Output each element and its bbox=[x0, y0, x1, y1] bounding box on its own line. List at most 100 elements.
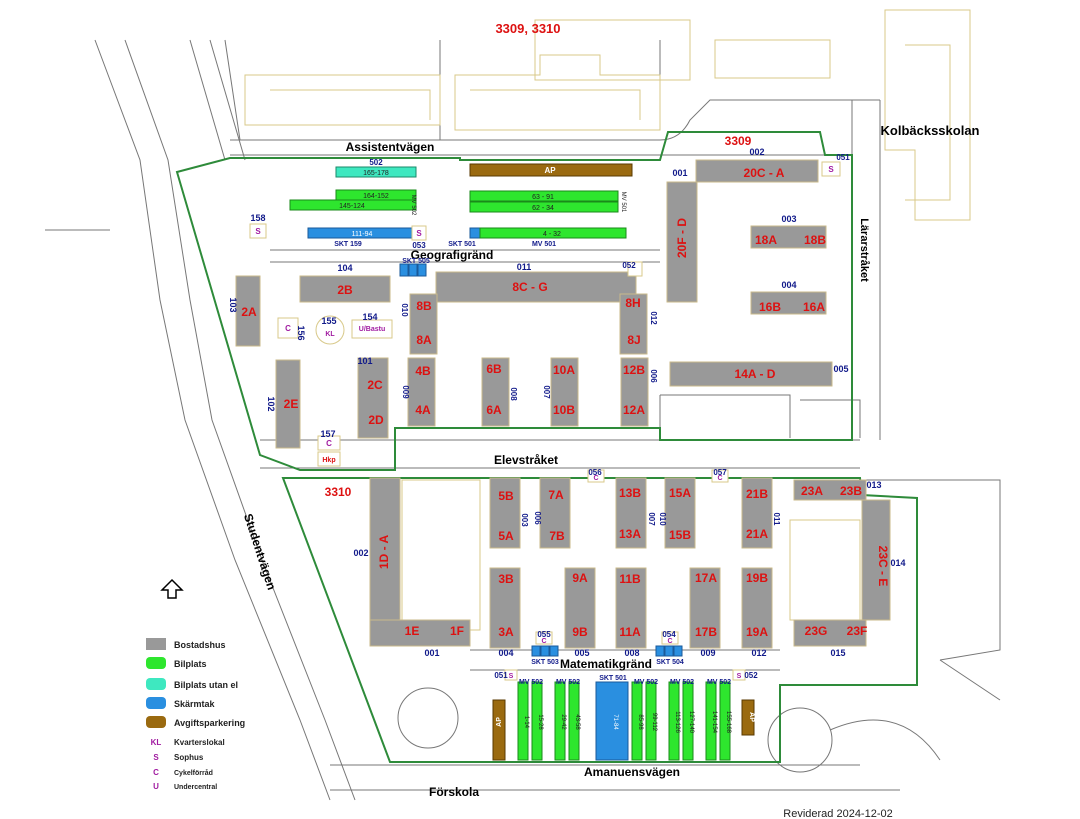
svg-text:155-168: 155-168 bbox=[725, 711, 731, 734]
street-assistentvagen: Assistentvägen bbox=[346, 140, 435, 154]
svg-text:102: 102 bbox=[266, 396, 276, 411]
svg-text:MV 502: MV 502 bbox=[519, 679, 543, 686]
svg-text:S: S bbox=[509, 673, 514, 680]
svg-text:MV 502: MV 502 bbox=[670, 679, 694, 686]
svg-text:157: 157 bbox=[320, 429, 335, 439]
svg-text:002: 002 bbox=[749, 147, 764, 157]
building-5B: 5B bbox=[498, 489, 514, 503]
svg-text:012: 012 bbox=[751, 648, 766, 658]
svg-text:KL: KL bbox=[151, 738, 162, 747]
preschool-label: Förskola bbox=[429, 785, 479, 799]
svg-text:103: 103 bbox=[228, 297, 238, 312]
svg-text:013: 013 bbox=[866, 480, 881, 490]
building-6B: 6B bbox=[486, 362, 502, 376]
legend-swatch bbox=[146, 678, 166, 690]
svg-text:141-154: 141-154 bbox=[711, 711, 717, 734]
building-13A: 13A bbox=[619, 527, 641, 541]
svg-text:MV 502: MV 502 bbox=[634, 679, 658, 686]
building-1D-A: 1D - A bbox=[377, 535, 391, 570]
svg-text:71-84: 71-84 bbox=[612, 714, 618, 730]
area-3310-label: 3310 bbox=[325, 485, 352, 499]
building-20F-D: 20F - D bbox=[675, 218, 689, 258]
svg-text:4 - 32: 4 - 32 bbox=[543, 231, 561, 238]
svg-text:Kvarterslokal: Kvarterslokal bbox=[174, 738, 225, 747]
building-17B: 17B bbox=[695, 625, 717, 639]
svg-text:156: 156 bbox=[296, 325, 306, 340]
building-6A: 6A bbox=[486, 403, 502, 417]
svg-text:008: 008 bbox=[509, 387, 518, 401]
parking-areas bbox=[289, 163, 755, 761]
building-15B: 15B bbox=[669, 528, 691, 542]
legend-label: Bilplats bbox=[174, 659, 207, 669]
svg-text:SKT 501: SKT 501 bbox=[599, 675, 627, 682]
svg-text:MV 502: MV 502 bbox=[556, 679, 580, 686]
building-23A: 23A bbox=[801, 484, 823, 498]
svg-text:U/Bastu: U/Bastu bbox=[359, 326, 385, 333]
svg-text:011: 011 bbox=[517, 262, 532, 272]
svg-text:S: S bbox=[416, 229, 422, 238]
svg-text:15-28: 15-28 bbox=[537, 714, 543, 730]
building-21B: 21B bbox=[746, 487, 768, 501]
svg-text:158: 158 bbox=[250, 213, 265, 223]
building-11A: 11A bbox=[619, 625, 641, 639]
svg-text:006: 006 bbox=[533, 511, 542, 525]
svg-text:010: 010 bbox=[658, 512, 667, 526]
building-8B: 8B bbox=[416, 299, 432, 313]
svg-text:U: U bbox=[153, 782, 159, 791]
building-14A-D: 14A - D bbox=[735, 367, 776, 381]
svg-text:155: 155 bbox=[321, 316, 336, 326]
svg-text:Undercentral: Undercentral bbox=[174, 784, 217, 791]
svg-text:052: 052 bbox=[622, 261, 636, 270]
street-matematikgrand: Matematikgränd bbox=[560, 657, 652, 671]
building-19A: 19A bbox=[746, 625, 768, 639]
legend-swatch bbox=[146, 638, 166, 650]
svg-text:S: S bbox=[153, 753, 159, 762]
svg-text:014: 014 bbox=[890, 558, 905, 568]
svg-text:SKT 503: SKT 503 bbox=[531, 659, 559, 666]
background-buildings bbox=[244, 9, 971, 631]
building-12A: 12A bbox=[623, 403, 645, 417]
svg-text:010: 010 bbox=[400, 303, 409, 317]
svg-text:C: C bbox=[667, 638, 672, 645]
svg-text:145-124: 145-124 bbox=[339, 203, 365, 210]
building-8A: 8A bbox=[416, 333, 432, 347]
svg-text:C: C bbox=[541, 638, 546, 645]
svg-text:001: 001 bbox=[672, 168, 687, 178]
building-8J: 8J bbox=[627, 333, 640, 347]
svg-text:154: 154 bbox=[362, 312, 377, 322]
svg-text:99-112: 99-112 bbox=[651, 713, 657, 732]
street-studentvagen: Studentvägen bbox=[241, 512, 279, 592]
area-3309-label: 3309 bbox=[725, 134, 752, 148]
legend-swatch bbox=[146, 697, 166, 709]
building-2B: 2B bbox=[337, 283, 353, 297]
svg-text:62 - 34: 62 - 34 bbox=[532, 205, 554, 212]
svg-text:006: 006 bbox=[649, 369, 658, 383]
svg-text:002: 002 bbox=[353, 548, 368, 558]
svg-text:051: 051 bbox=[494, 671, 508, 680]
svg-text:056: 056 bbox=[588, 468, 602, 477]
building-2D: 2D bbox=[368, 413, 384, 427]
svg-text:053: 053 bbox=[412, 241, 426, 250]
svg-text:C: C bbox=[717, 475, 722, 482]
svg-text:051: 051 bbox=[836, 153, 850, 162]
building-7B: 7B bbox=[549, 529, 565, 543]
svg-text:AP: AP bbox=[496, 717, 503, 727]
building-7A: 7A bbox=[548, 488, 564, 502]
svg-text:43-58: 43-58 bbox=[574, 714, 580, 730]
building-16A: 16A bbox=[803, 300, 825, 314]
building-13B: 13B bbox=[619, 486, 641, 500]
svg-text:S: S bbox=[828, 165, 834, 174]
svg-text:007: 007 bbox=[542, 385, 551, 399]
svg-text:Sophus: Sophus bbox=[174, 753, 204, 762]
svg-text:Cykelförråd: Cykelförråd bbox=[174, 769, 213, 777]
svg-text:MV 502: MV 502 bbox=[410, 195, 416, 216]
building-15A: 15A bbox=[669, 486, 691, 500]
svg-text:AP: AP bbox=[748, 712, 755, 722]
building-3B: 3B bbox=[498, 572, 514, 586]
building-19B: 19B bbox=[746, 571, 768, 585]
svg-text:015: 015 bbox=[830, 648, 845, 658]
building-16B: 16B bbox=[759, 300, 781, 314]
building-12B: 12B bbox=[623, 363, 645, 377]
svg-text:011: 011 bbox=[772, 513, 781, 526]
svg-text:SKT 501: SKT 501 bbox=[448, 241, 476, 248]
